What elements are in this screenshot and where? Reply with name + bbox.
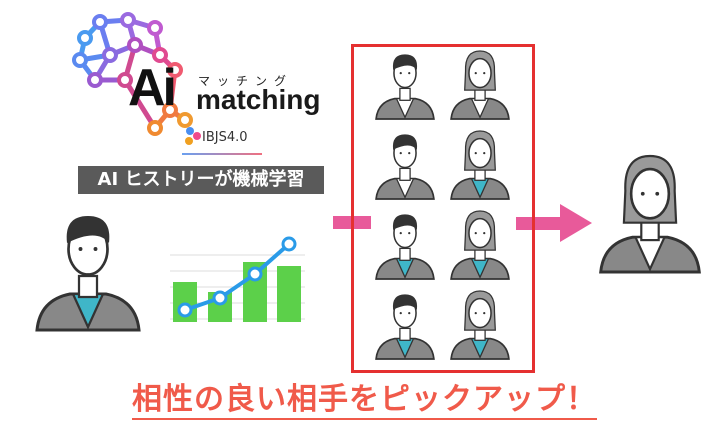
- chart-point: [177, 302, 193, 318]
- network-node: [152, 47, 168, 63]
- network-node: [167, 62, 183, 78]
- network-node: [177, 112, 193, 128]
- match-avatar: [599, 154, 701, 274]
- logo-matching: matching: [196, 84, 321, 115]
- network-node: [117, 72, 133, 88]
- headline: 相性の良い相手をピックアップ！: [132, 382, 597, 420]
- network-node: [162, 102, 178, 118]
- arrow-out: [516, 204, 592, 242]
- candidate-avatar: [375, 54, 435, 120]
- growth-chart: [170, 236, 305, 322]
- logo-ai: Ai: [128, 59, 177, 117]
- candidate-avatar: [450, 50, 510, 120]
- logo-network-icon: [72, 12, 193, 136]
- network-node: [127, 37, 143, 53]
- candidate-avatar: [375, 294, 435, 360]
- candidate-avatar: [450, 290, 510, 360]
- network-node: [147, 120, 163, 136]
- network-node: [72, 52, 88, 68]
- tagline: AI ヒストリーが機械学習: [78, 166, 324, 194]
- network-node: [102, 47, 118, 63]
- network-node: [147, 20, 163, 36]
- network-node: [120, 12, 136, 28]
- network-node: [92, 14, 108, 30]
- chart-point: [281, 236, 297, 252]
- candidates-frame: [351, 44, 535, 373]
- network-node: [87, 72, 103, 88]
- candidate-avatar: [450, 210, 510, 280]
- chart-line: [184, 242, 291, 312]
- candidate-avatar: [375, 134, 435, 200]
- logo-kana: マッチング: [198, 74, 294, 88]
- chart-bar: [277, 266, 301, 322]
- network-node: [77, 30, 93, 46]
- candidate-avatar: [375, 214, 435, 280]
- candidate-avatar: [450, 130, 510, 200]
- chart-point: [212, 290, 228, 306]
- chart-point: [247, 266, 263, 282]
- logo-ibjs: IBJS4.0: [202, 130, 248, 145]
- logo-underline: [182, 153, 262, 155]
- user-avatar: [35, 216, 141, 332]
- ibjs-icon: [185, 127, 201, 145]
